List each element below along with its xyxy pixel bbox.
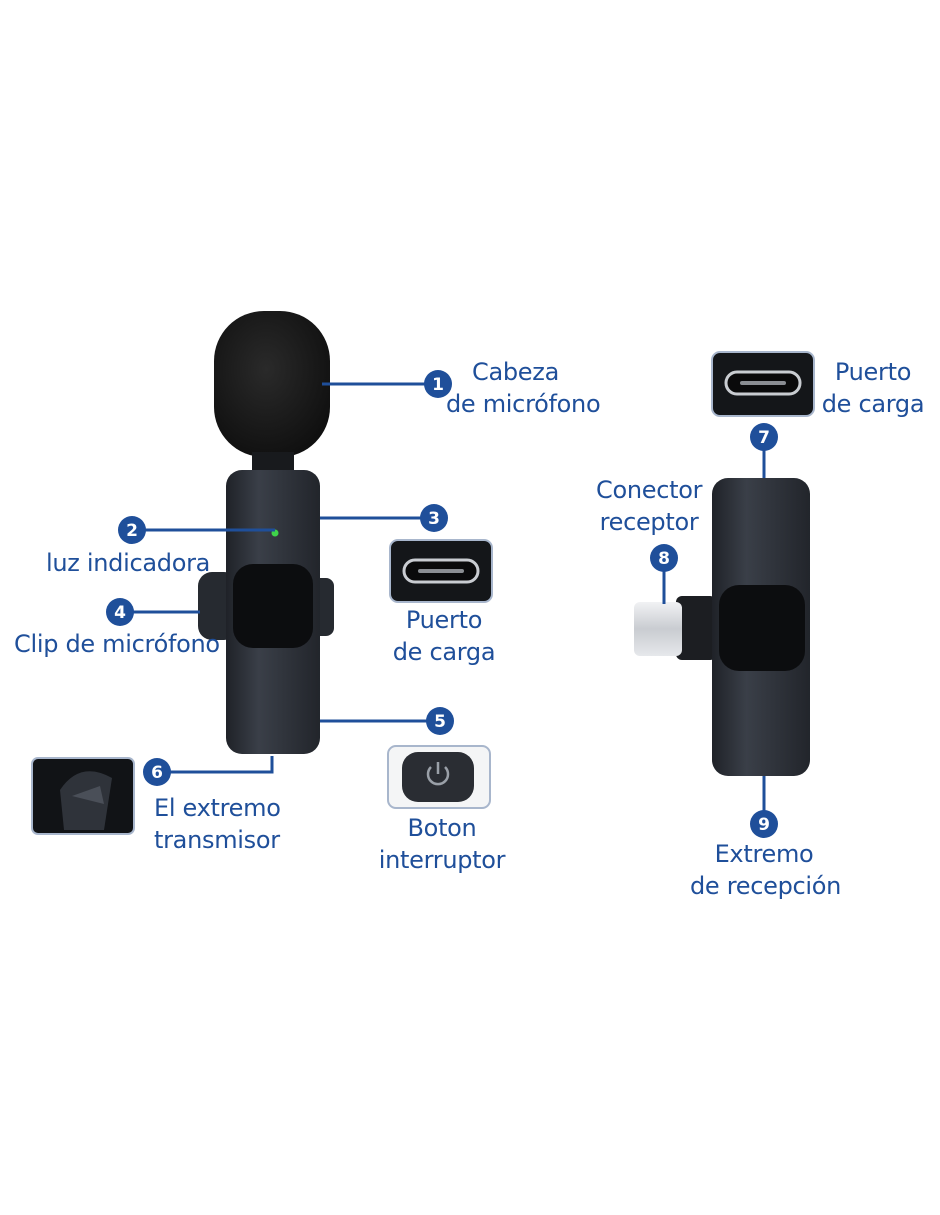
callout-number-7: 7 — [758, 428, 770, 448]
callout-badge-2: 2 — [118, 516, 146, 544]
usb-c-plug-collar — [676, 596, 716, 660]
callout-label-6: El extremo transmisor — [154, 792, 281, 856]
label-7-line-1: Puerto — [834, 358, 912, 386]
callout-number-2: 2 — [126, 521, 138, 541]
callout-label-9: Extremo de recepción — [690, 838, 842, 902]
receiver-device — [634, 478, 810, 776]
callout-label-5: Boton interruptor — [378, 812, 506, 876]
receiver-button-pad — [719, 585, 805, 671]
label-9-line-2: de recepción — [690, 872, 842, 900]
callout-badge-4: 4 — [106, 598, 134, 626]
label-6-line-1: El extremo — [154, 794, 281, 822]
label-5-line-2: interruptor — [378, 846, 506, 874]
power-button-thumbnail — [387, 745, 491, 809]
callout-number-4: 4 — [114, 603, 126, 623]
label-2-line-1: luz indicadora — [46, 549, 211, 577]
charging-port-thumbnail-3 — [389, 539, 493, 603]
leader-line-6 — [158, 756, 274, 774]
callout-label-4: Clip de micrófono — [14, 628, 220, 660]
label-1-line-2: de micrófono — [446, 390, 601, 418]
transmitter-end-thumbnail — [31, 757, 135, 835]
callout-label-2: luz indicadora — [46, 547, 210, 579]
label-9-line-1: Extremo — [714, 840, 814, 868]
callout-label-1: Cabeza de micrófono — [446, 356, 601, 420]
label-5-line-1: Boton — [407, 814, 477, 842]
label-8-line-1: Conector — [596, 476, 703, 504]
callout-badge-9: 9 — [750, 810, 778, 838]
label-7-line-2: de carga — [821, 390, 925, 418]
label-4-line-1: Clip de micrófono — [14, 630, 220, 658]
callout-badge-7: 7 — [750, 423, 778, 451]
callout-badge-5: 5 — [426, 707, 454, 735]
callout-badges: 1 2 3 4 5 6 7 8 9 — [106, 370, 778, 838]
label-6-line-2: transmisor — [154, 826, 280, 854]
callout-number-3: 3 — [428, 509, 440, 529]
callout-label-7: Puerto de carga — [818, 356, 928, 420]
usb-c-plug — [634, 602, 682, 656]
callout-number-5: 5 — [434, 712, 446, 732]
label-8-line-2: receptor — [599, 508, 699, 536]
callout-number-6: 6 — [151, 763, 163, 783]
callout-label-3: Puerto de carga — [386, 604, 502, 668]
charging-port-thumbnail-7 — [711, 351, 815, 417]
transmitter-button-pad — [233, 564, 313, 648]
callout-number-8: 8 — [658, 549, 670, 569]
transmitter-device — [198, 311, 334, 754]
microphone-foam-head — [214, 311, 330, 457]
label-3-line-2: de carga — [392, 638, 496, 666]
label-1-line-1: Cabeza — [472, 358, 559, 386]
microphone-neck — [252, 452, 294, 474]
power-icon — [426, 762, 450, 786]
callout-label-8: Conector receptor — [596, 474, 702, 538]
callout-number-9: 9 — [758, 815, 770, 835]
callout-badge-6: 6 — [143, 758, 171, 786]
callout-badge-3: 3 — [420, 504, 448, 532]
callout-number-1: 1 — [432, 375, 444, 395]
callout-badge-1: 1 — [424, 370, 452, 398]
callout-badge-8: 8 — [650, 544, 678, 572]
label-3-line-1: Puerto — [405, 606, 483, 634]
